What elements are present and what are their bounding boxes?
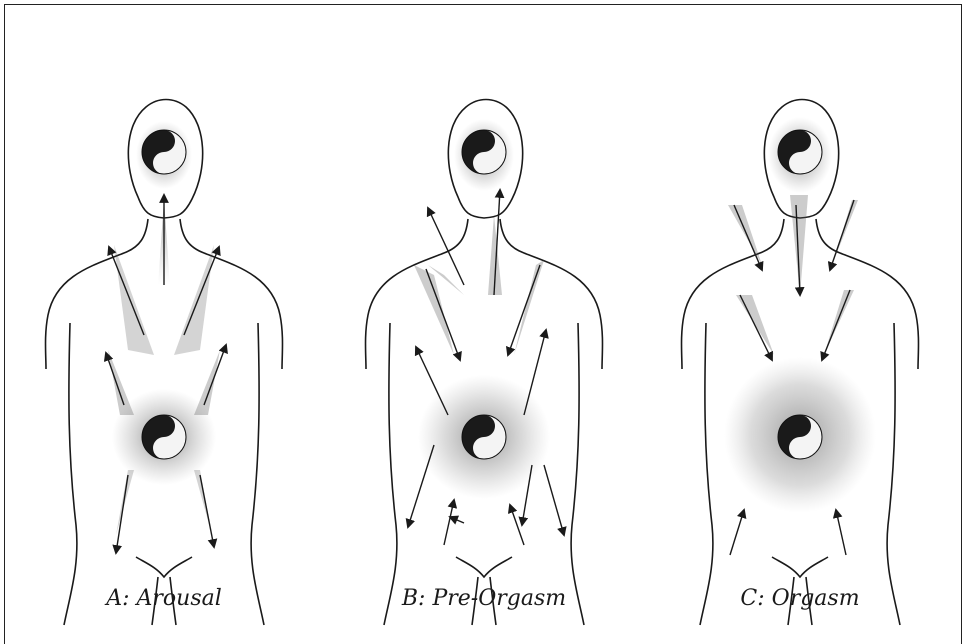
panel-pre-orgasm [366, 100, 603, 626]
caption-panel-a: A: Arousal [44, 586, 284, 611]
figure-illustration [0, 0, 965, 627]
panel-arousal [46, 100, 283, 626]
yin-yang-icon [462, 415, 506, 459]
panel-orgasm [682, 100, 919, 626]
yin-yang-icon [778, 130, 822, 174]
caption-panel-b: B: Pre-Orgasm [364, 586, 604, 611]
yin-yang-icon [778, 415, 822, 459]
caption-panel-c: C: Orgasm [680, 586, 920, 611]
yin-yang-icon [142, 415, 186, 459]
yin-yang-icon [142, 130, 186, 174]
yin-yang-icon [462, 130, 506, 174]
